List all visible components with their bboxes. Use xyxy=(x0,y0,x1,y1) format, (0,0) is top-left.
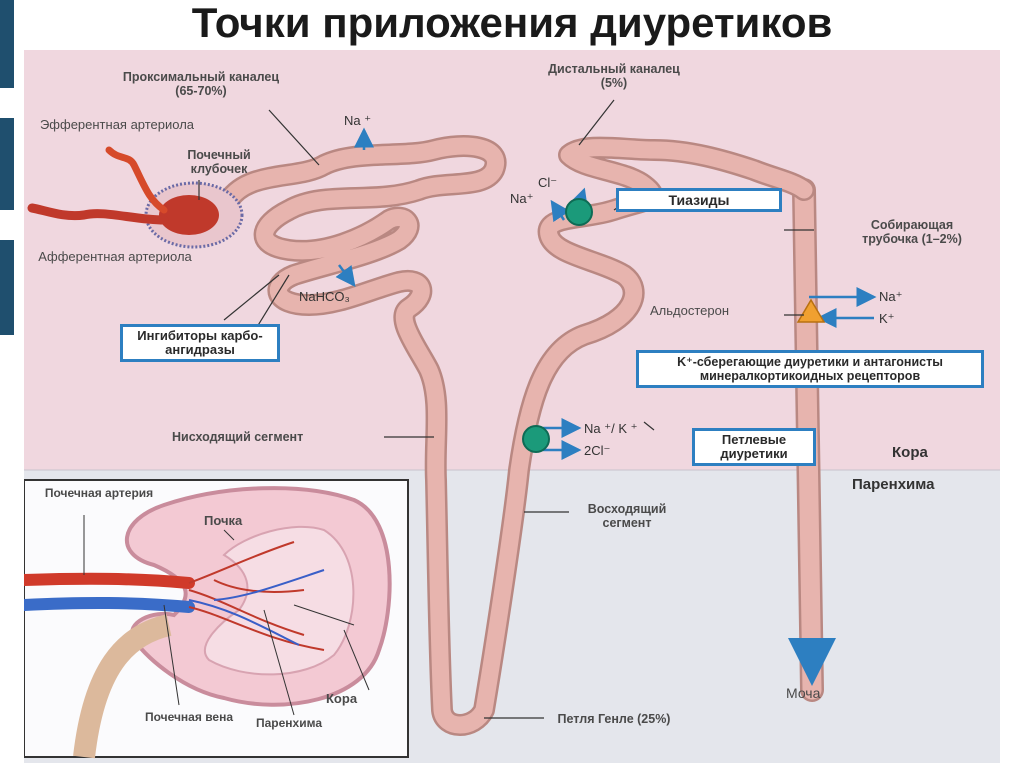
aldosterone-site-icon xyxy=(796,298,826,323)
inset-renal-artery-label: Почечная артерия xyxy=(44,486,154,500)
thiazide-site-icon xyxy=(565,198,593,226)
k-sparing-diuretics-box: K⁺-сберегающие диуретики и антагонисты м… xyxy=(636,350,984,388)
distal-tubule-label: Дистальный каналец (5%) xyxy=(548,62,680,90)
k-ion-collecting: K⁺ xyxy=(879,311,895,326)
na-k-ion-loop: Na ⁺/ K ⁺ xyxy=(584,421,638,436)
kidney-medulla xyxy=(204,525,355,676)
aldosterone-label: Альдостерон xyxy=(650,303,730,318)
cl-ion-distal: Cl⁻ xyxy=(538,175,558,190)
side-tab-2 xyxy=(0,118,14,210)
efferent-arteriole-label: Эфферентная артериола xyxy=(39,117,195,132)
thiazides-box: Тиазиды xyxy=(616,188,782,212)
afferent-arteriole xyxy=(27,203,169,225)
efferent-arteriole xyxy=(105,146,168,214)
collecting-duct-label: Собирающая трубочка (1–2%) xyxy=(862,218,962,246)
renal-artery xyxy=(24,572,195,589)
inset-kidney-label: Почка xyxy=(204,513,243,528)
diagram-panel: Проксимальный каналец (65-70%) Дистальны… xyxy=(24,50,1000,763)
ascending-segment-label: Восходящий сегмент xyxy=(587,502,667,530)
renal-vein xyxy=(24,596,195,613)
two-cl-ion-loop: 2Cl⁻ xyxy=(584,443,611,458)
proximal-tubule-label: Проксимальный каналец (65-70%) xyxy=(122,70,280,98)
cortex-label: Кора xyxy=(892,444,928,461)
glomerulus-label: Почечный клубочек xyxy=(187,148,251,176)
glomerulus xyxy=(159,195,219,235)
loop-site-icon xyxy=(522,425,550,453)
nahco3-label: NaHCO₃ xyxy=(299,289,350,304)
na-ion-proximal: Na ⁺ xyxy=(344,113,372,128)
afferent-arteriole-label: Афферентная артериола xyxy=(38,249,192,264)
carbonic-anhydrase-inhibitors-box: Ингибиторы карбо- ангидразы xyxy=(120,324,280,362)
inset-parenchyma-label: Паренхима xyxy=(256,716,322,730)
parenchyma-label: Паренхима xyxy=(852,476,935,493)
na-ion-collecting: Na⁺ xyxy=(879,289,903,304)
inset-callouts xyxy=(83,515,370,716)
inset-cortex-label: Кора xyxy=(326,691,358,706)
nephron-diagram xyxy=(24,99,1000,763)
side-tab-3 xyxy=(0,240,14,335)
loop-of-henle-label: Петля Генле (25%) xyxy=(557,712,671,726)
loop-diuretics-box: Петлевые диуретики xyxy=(692,428,816,466)
inset-renal-vein-label: Почечная вена xyxy=(144,710,234,724)
descending-segment-label: Нисходящий сегмент xyxy=(172,430,304,444)
page-title: Точки приложения диуретиков xyxy=(191,0,833,46)
renal-vessels xyxy=(188,541,325,651)
ureter xyxy=(73,614,172,759)
na-ion-distal: Na⁺ xyxy=(510,191,534,206)
urine-label: Моча xyxy=(786,685,821,701)
side-tab-1 xyxy=(0,0,14,88)
